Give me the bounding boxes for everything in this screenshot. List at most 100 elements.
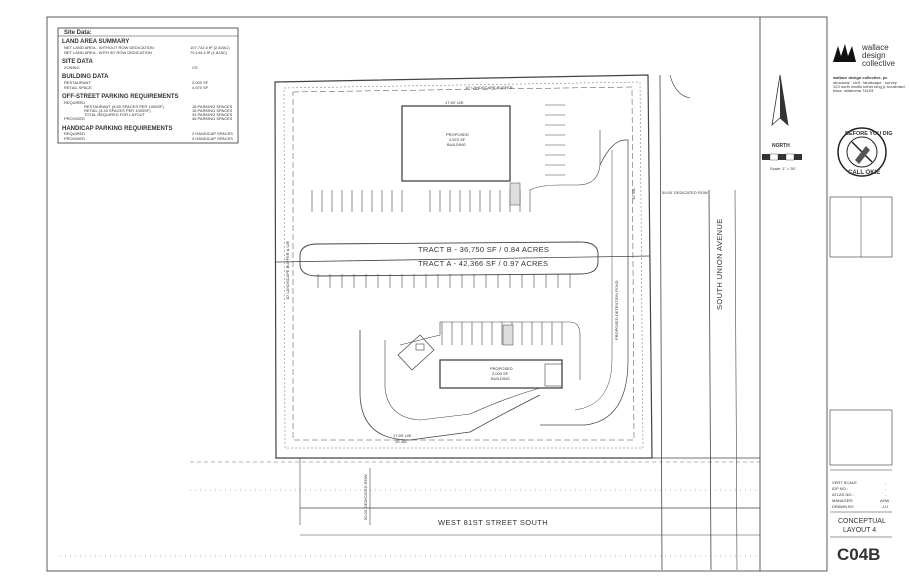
land-area-value-2: 79,144.4 ft² (1.82AC) xyxy=(190,50,228,55)
scale-bar xyxy=(762,153,802,161)
restaurant-label: RESTAURANT xyxy=(64,80,91,85)
setback-line xyxy=(292,86,635,441)
tract-divider xyxy=(275,255,651,263)
north-arrow: NORTH Scale: 1" = 30' xyxy=(762,74,802,171)
idp-value: - xyxy=(885,486,887,491)
vert-scale-value: - xyxy=(885,480,887,485)
call-okie-seal: BEFORE YOU DIG CALL OKIE xyxy=(837,127,893,177)
building-south-line-3: BUILDING xyxy=(491,376,510,381)
south-parking-curb xyxy=(399,321,581,380)
bl-side-label: 10' B/L xyxy=(631,187,636,200)
okie-bottom-text: CALL OKIE xyxy=(848,170,880,176)
parking-provided-label: PROVIDED xyxy=(64,116,85,121)
wdc-logo-icon xyxy=(833,44,856,62)
firm-address-1: structural · civil · landscape · survey xyxy=(833,80,897,85)
parking-provided-value: 46 PARKING SPACES xyxy=(192,116,233,121)
landscape-buffer-side-label: 10' LANDSCAPE BUFFER & U/E xyxy=(285,240,290,300)
parking-stalls-east xyxy=(545,104,565,176)
drive-thru-lane-inner xyxy=(384,340,541,421)
sheet-title-line-1: CONCEPTUAL xyxy=(838,518,886,525)
parking-restaurant-value: 18 PARKING SPACES xyxy=(192,104,233,109)
east-row-line xyxy=(659,74,663,571)
idp-label: IDP NO.: xyxy=(832,486,848,491)
handicap-required-value: 2 HANDICAP SPACES xyxy=(192,131,233,136)
building-south-line-1: PROPOSED xyxy=(490,366,513,371)
shovel-icon xyxy=(855,146,870,164)
retail-value: 4,570 SF xyxy=(192,85,209,90)
parking-total-value: 34 PARKING SPACES xyxy=(192,112,233,117)
bl-bottom-label: 10' B/L xyxy=(395,439,408,444)
firm-address-3: tulsa, oklahoma 74103 xyxy=(833,88,874,93)
parking-restaurant-label: RESTAURANT (8.50 SPACES PER 1000SF) xyxy=(84,104,164,109)
building-south-line-2: 2,000 SF xyxy=(492,371,509,376)
ue-bottom-label: 17.50' U/E xyxy=(393,433,412,438)
proposed-building-north xyxy=(401,105,511,182)
parking-heading: OFF-STREET PARKING REQUIREMENTS xyxy=(62,94,179,100)
parking-retail-value: 16 PARKING SPACES xyxy=(192,108,233,113)
building-north-line-3: BUILDING xyxy=(447,142,466,147)
central-island xyxy=(299,241,599,277)
firm-logo: wallace design collective wallace design… xyxy=(832,43,905,93)
sheet-border xyxy=(46,16,828,572)
parking-stalls-north xyxy=(311,190,531,212)
manager-value: AHW xyxy=(880,498,890,503)
firm-address-2: 123 north martin luther king jr. bouleva… xyxy=(833,84,905,89)
street-south-label: WEST 81ST STREET SOUTH xyxy=(438,518,548,527)
tract-b-label: TRACT B - 36,750 SF / 0.84 ACRES xyxy=(418,245,549,254)
ue-top-label: 17.50' U/E xyxy=(445,100,464,105)
building-north-line-2: 4,570 SF xyxy=(449,137,466,142)
sheet-title-line-2: LAYOUT 4 xyxy=(843,527,876,534)
drive-thru-island xyxy=(397,334,435,371)
scale-label: Scale: 1" = 30' xyxy=(770,166,796,171)
detention-pond-label: PROPOSED DETENTION POND xyxy=(614,280,619,340)
handicap-aisle-north xyxy=(509,182,521,206)
east-row-line-3 xyxy=(734,189,738,571)
building-south-annex xyxy=(544,363,563,387)
handicap-aisle-south xyxy=(502,324,514,346)
manager-label: MANAGER: xyxy=(832,498,853,503)
zoning-value: CS xyxy=(192,65,198,70)
land-area-heading: LAND AREA SUMMARY xyxy=(62,39,129,45)
zoning-label: ZONING xyxy=(64,65,80,70)
site-plan xyxy=(60,74,760,571)
firm-name-line-1: wallace xyxy=(861,43,889,52)
east-row-line-2 xyxy=(708,189,712,571)
retail-label: RETAIL SPACE xyxy=(64,85,92,90)
land-area-value-1: 107,742.0 ft² (2.52AC) xyxy=(190,45,230,50)
east-drive-curb-inner xyxy=(574,150,613,411)
firm-name-line-2: design xyxy=(862,51,886,60)
menu-board xyxy=(415,343,425,351)
parking-total-label: TOTAL REQUIRED FOR LAYOUT xyxy=(84,112,146,117)
site-data-table: Site Data: LAND AREA SUMMARY NET LAND AR… xyxy=(57,27,239,144)
sheet-number: C04B xyxy=(837,545,880,564)
building-north-line-1: PROPOSED xyxy=(446,132,469,137)
drawn-by-value: JJJ xyxy=(882,504,888,509)
atlas-label: ATLAS NO.: xyxy=(832,492,854,497)
dedicated-row-east-label: 50.00' DEDICATED ROW xyxy=(662,190,708,195)
firm-name-line-3: collective xyxy=(862,59,895,68)
drive-thru-lane-outer xyxy=(359,330,541,441)
building-data-heading: BUILDING DATA xyxy=(62,74,109,80)
north-label: NORTH xyxy=(772,143,790,149)
street-east-label: SOUTH UNION AVENUE xyxy=(715,218,724,310)
okie-top-text: BEFORE YOU DIG xyxy=(845,131,893,137)
east-curb-top xyxy=(669,74,691,99)
dedicated-row-south-label: 50.00' DEDICATED ROW xyxy=(363,474,368,520)
firm-company: wallace design collective, pc xyxy=(832,75,888,80)
vert-scale-label: VERT SCALE xyxy=(832,480,857,485)
plan-labels: TRACT B - 36,750 SF / 0.84 ACRES TRACT A… xyxy=(285,85,724,527)
handicap-provided-value: 3 HANDICAP SPACES xyxy=(192,136,233,141)
handicap-heading: HANDICAP PARKING REQUIREMENTS xyxy=(62,126,172,132)
landscape-buffer-label: 10' LANDSCAPE BUFFER xyxy=(465,85,513,90)
handicap-provided-label: PROVIDED xyxy=(64,136,85,141)
landscape-buffer-line xyxy=(283,81,644,449)
land-area-label-1: NET LAND AREA - WITHOUT ROW DEDICATION xyxy=(64,45,154,50)
atlas-value: - xyxy=(885,492,887,497)
east-drive-curb xyxy=(540,139,629,426)
title-block: VERT SCALE - IDP NO.: - ATLAS NO.: - MAN… xyxy=(829,196,893,564)
tract-a-label: TRACT A - 42,366 SF / 0.97 ACRES xyxy=(418,259,548,268)
site-data-title: Site Data: xyxy=(64,30,92,36)
parking-stalls-middle xyxy=(317,274,571,288)
restaurant-value: 2,000 SF xyxy=(192,80,209,85)
